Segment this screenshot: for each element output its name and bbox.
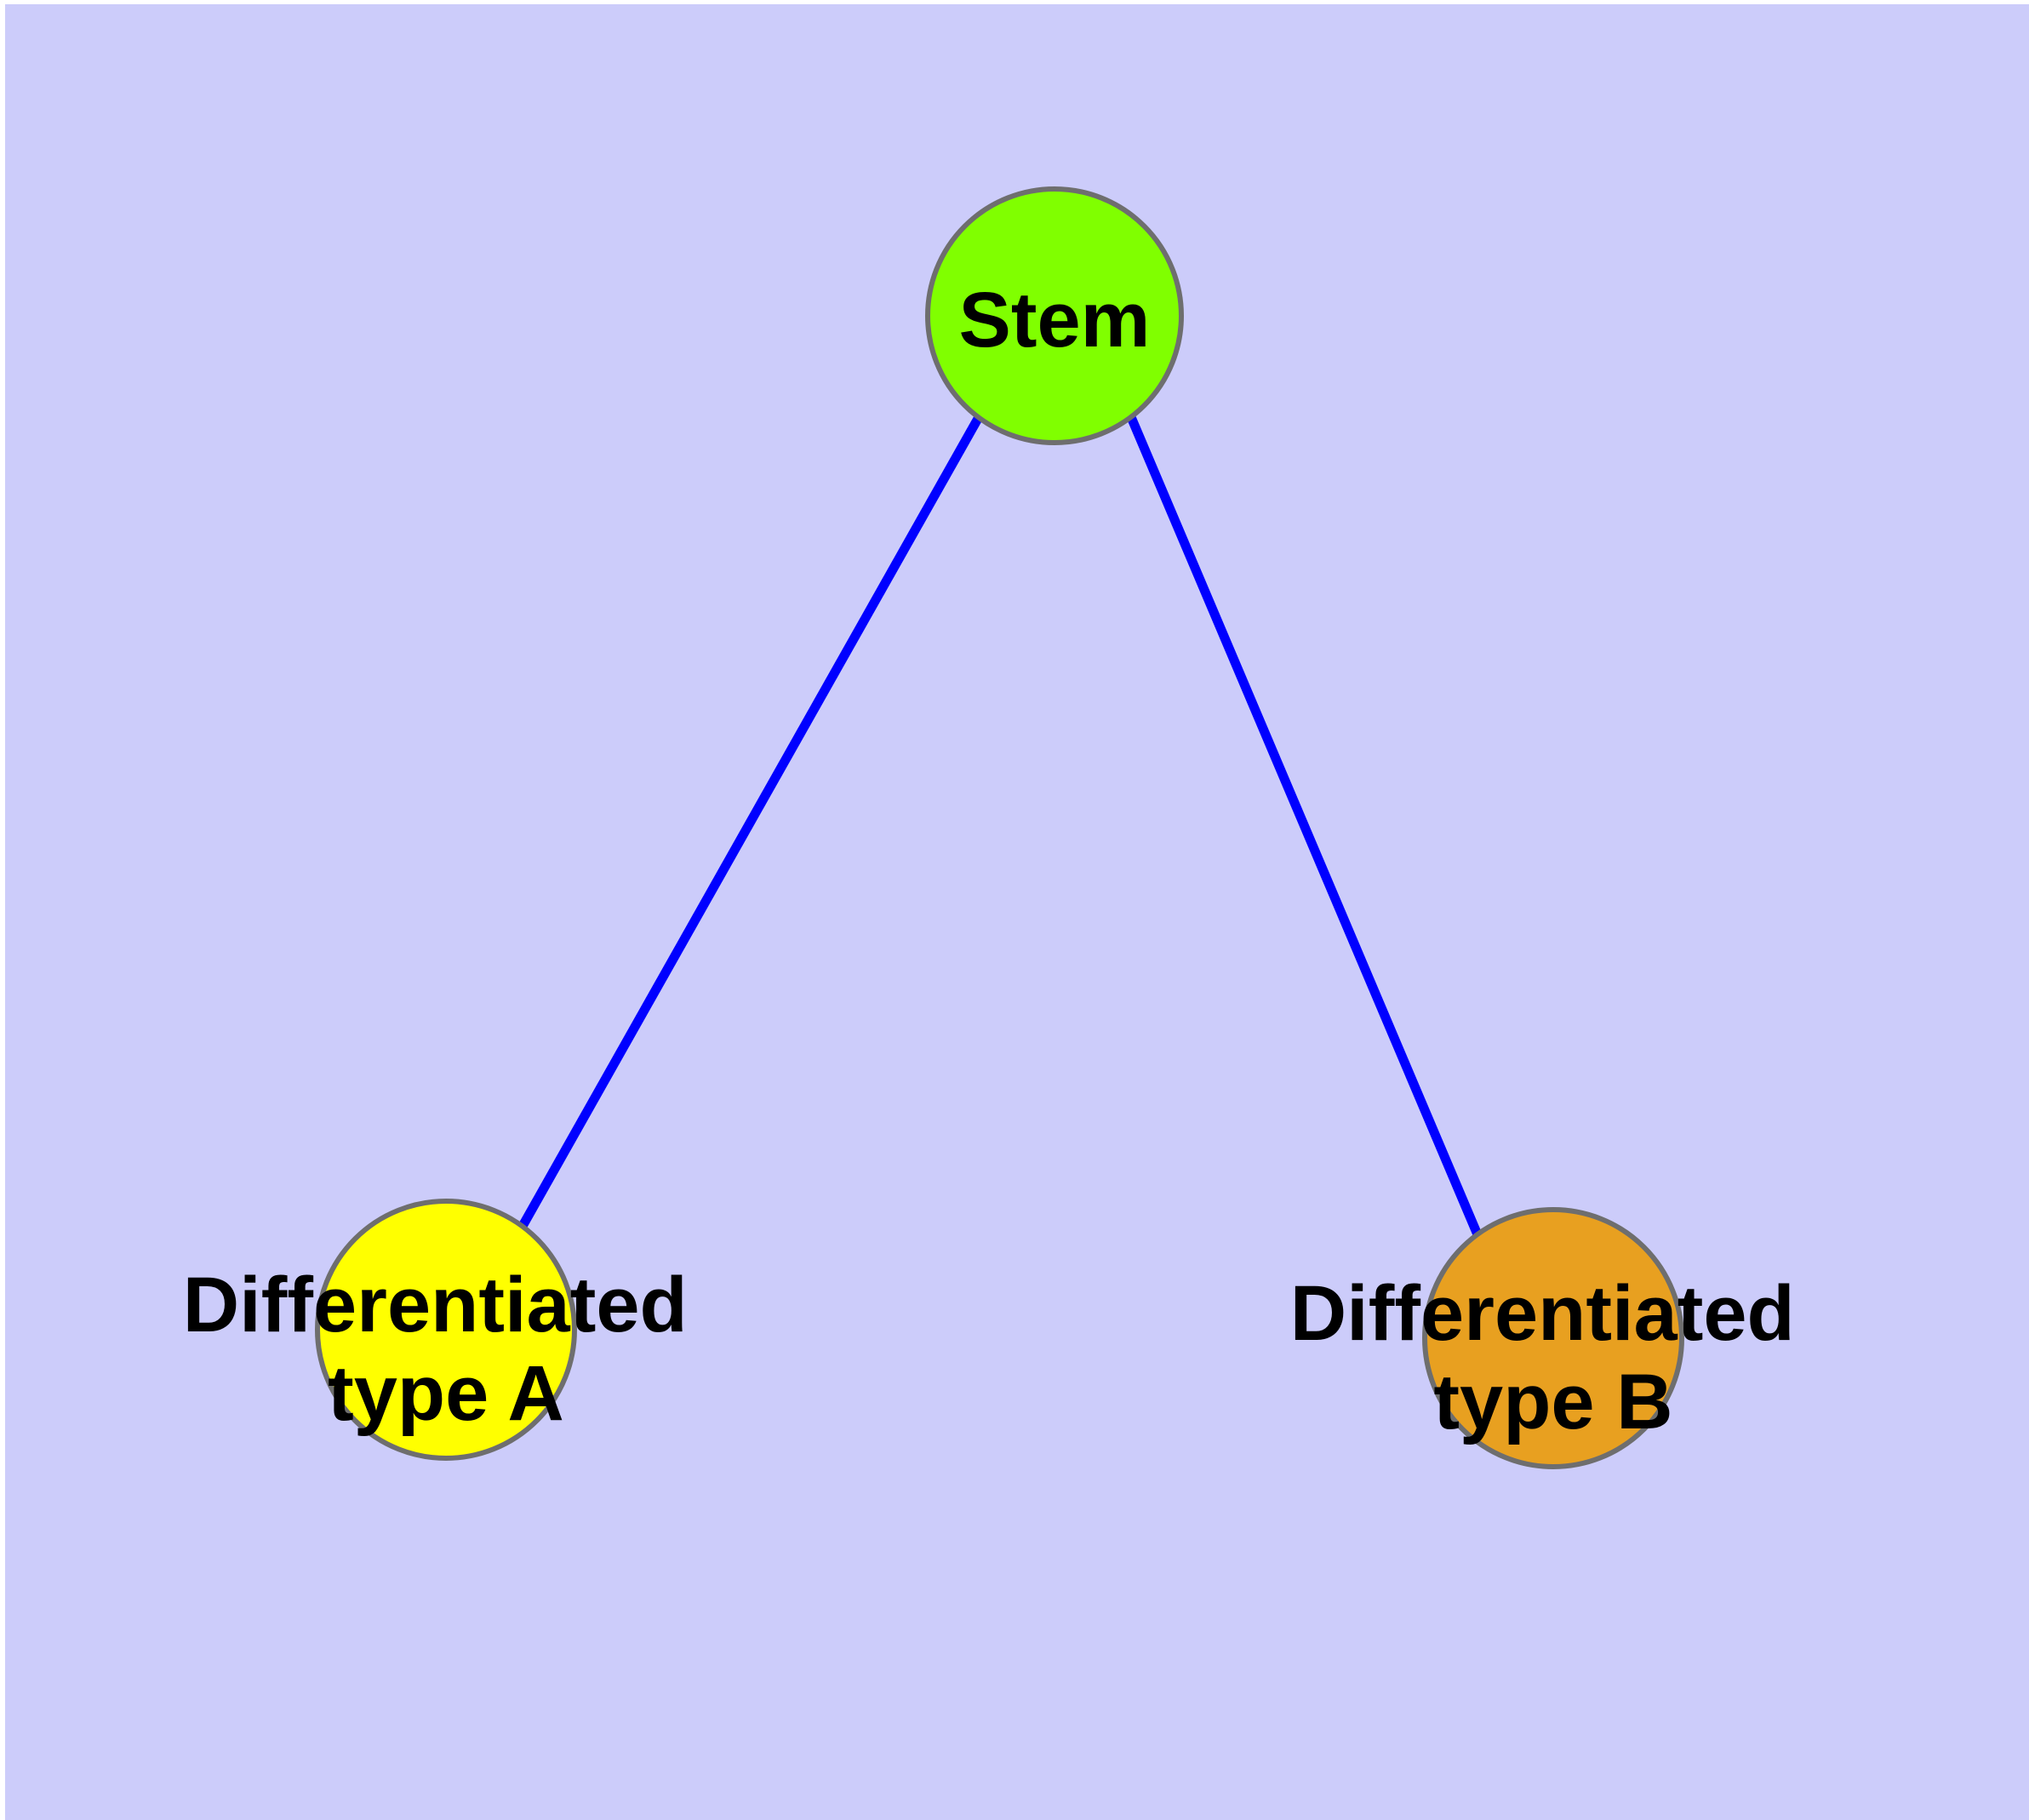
node-diff-a[interactable]: Differentiated type A xyxy=(183,1199,710,1461)
node-diff-b-circle[interactable] xyxy=(1422,1207,1684,1469)
node-diff-b-label: Differentiated type B xyxy=(1290,1270,1817,1445)
node-diff-a-label: Differentiated type A xyxy=(183,1262,710,1437)
node-stem[interactable]: Stem xyxy=(925,186,1184,445)
node-stem-circle[interactable] xyxy=(925,186,1184,445)
edge-stem-to-diff-b[interactable] xyxy=(1126,415,1484,1241)
edge-stem-to-diff-a[interactable] xyxy=(517,415,983,1230)
node-diff-b[interactable]: Differentiated type B xyxy=(1290,1207,1817,1469)
node-stem-label: Stem xyxy=(959,277,1151,363)
edge-layer xyxy=(517,415,1484,1241)
node-diff-a-circle[interactable] xyxy=(315,1199,577,1461)
